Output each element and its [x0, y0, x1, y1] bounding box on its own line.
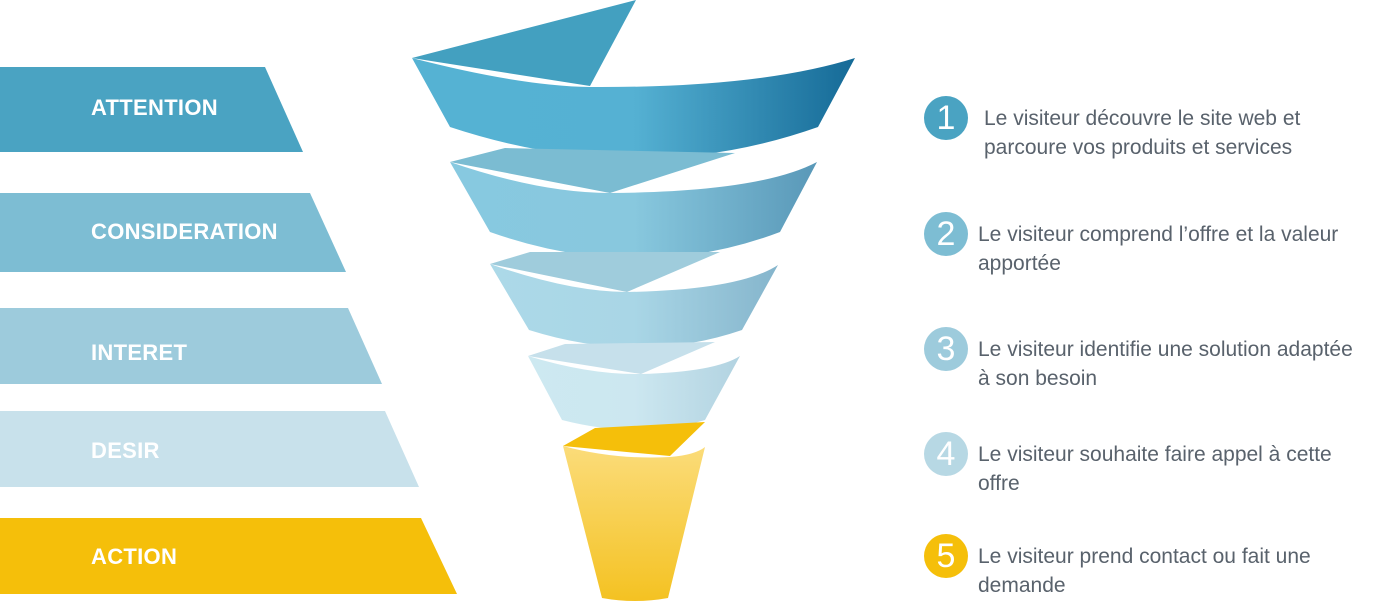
banner-shape [0, 193, 346, 272]
banner-label: ACTION [91, 544, 178, 569]
banner-shape [0, 411, 419, 487]
banner-interet: INTERET [0, 308, 385, 384]
step-5: 5 Le visiteur prend contact ou fait une … [924, 534, 1368, 600]
funnel-band-1 [412, 0, 855, 159]
step-number-badge: 1 [924, 96, 968, 140]
step-description: Le visiteur souhaite faire appel à cette… [978, 443, 1332, 495]
step-2: 2 Le visiteur comprend l’offre et la val… [924, 212, 1368, 278]
banner-label: CONSIDERATION [91, 219, 278, 244]
banner-attention: ATTENTION [0, 67, 310, 152]
banner-desir: DESIR [0, 411, 420, 487]
step-number-badge: 3 [924, 327, 968, 371]
banner-label: INTERET [91, 340, 188, 365]
funnel-band-4 [528, 342, 740, 430]
step-description: Le visiteur prend contact ou fait une de… [978, 545, 1311, 597]
step-number-badge: 2 [924, 212, 968, 256]
step-description: Le visiteur comprend l’offre et la valeu… [978, 223, 1339, 275]
banner-label: ATTENTION [91, 95, 218, 120]
step-description: Le visiteur identifie une solution adapt… [978, 338, 1353, 390]
banner-action: ACTION [0, 518, 460, 594]
step-4: 4 Le visiteur souhaite faire appel à cet… [924, 432, 1368, 498]
banner-label: DESIR [91, 438, 160, 463]
banner-consideration: CONSIDERATION [0, 193, 350, 272]
banner-shape [0, 67, 303, 152]
step-number-badge: 4 [924, 432, 968, 476]
step-description: Le visiteur découvre le site web et parc… [984, 107, 1301, 159]
step-3: 3 Le visiteur identifie une solution ada… [924, 327, 1368, 393]
step-1: 1 Le visiteur découvre le site web et pa… [924, 96, 1374, 162]
banner-shape [0, 308, 382, 384]
funnel-band-3 [490, 252, 778, 348]
funnel-band-2 [450, 148, 817, 259]
funnel-band-5 [563, 422, 705, 601]
banner-shape [0, 518, 457, 594]
step-number-badge: 5 [924, 534, 968, 578]
